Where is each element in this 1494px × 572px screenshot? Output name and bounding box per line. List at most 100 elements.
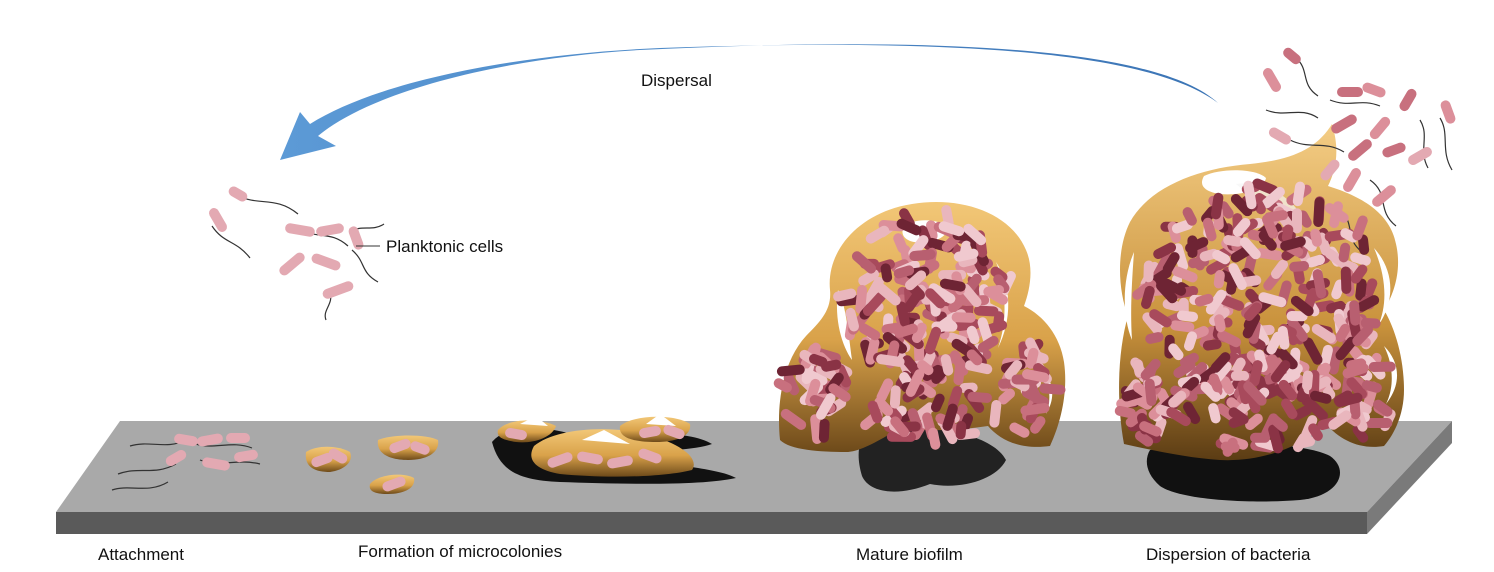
- bacterium-cell: [967, 391, 992, 403]
- bacterium-cell: [1303, 337, 1323, 365]
- bacterium-cell: [1185, 237, 1209, 253]
- bacterium-cell: [174, 433, 198, 447]
- bacterium-cell: [983, 284, 1005, 297]
- bacterium-cell: [1140, 358, 1161, 381]
- bacterium-cell: [1408, 147, 1432, 165]
- bacterium-cell: [1335, 323, 1351, 342]
- bacterium-cell: [928, 283, 956, 304]
- bacterium-cell: [1342, 363, 1369, 379]
- bacterium-cell: [1369, 116, 1391, 140]
- bacterium-cell: [1269, 414, 1288, 432]
- bacterium-cell: [865, 225, 890, 244]
- bacterium-cell: [1348, 139, 1372, 161]
- bacterium-cell: [924, 326, 942, 355]
- bacterium-cell: [867, 400, 883, 424]
- bacterium-cell: [1352, 424, 1369, 443]
- bacterium-cell: [876, 378, 894, 403]
- bacterium-cell: [1361, 380, 1382, 393]
- bacterium-cell: [893, 233, 908, 254]
- attachment-label: Attachment: [98, 545, 184, 564]
- bacterium-cell: [1022, 369, 1050, 383]
- bacterium-cell: [1202, 339, 1222, 351]
- bacterium-cell: [1337, 87, 1363, 97]
- bacterium-cell: [1245, 413, 1263, 431]
- bacterium-cell: [963, 223, 987, 246]
- bacterium-cell: [1183, 331, 1198, 351]
- bacterium-cell: [1210, 192, 1224, 220]
- bacterium-cell: [864, 276, 884, 304]
- bacterium-cell: [1220, 441, 1240, 453]
- bacterium-cell: [285, 223, 315, 237]
- bacterium-cell: [1220, 376, 1235, 395]
- bacterium-cell: [209, 208, 227, 232]
- bacterium-cell: [880, 263, 893, 283]
- bacterium-cell: [966, 349, 983, 366]
- bacterium-cell: [1205, 289, 1227, 315]
- bacterium-cell: [1306, 254, 1325, 268]
- bacterium-cell: [165, 450, 187, 466]
- bacterium-cell: [1200, 381, 1221, 402]
- bacterium-cell: [805, 378, 821, 407]
- bacterium-cell: [1331, 114, 1357, 134]
- bacterium-cell: [1139, 421, 1162, 437]
- bacterium-cell: [940, 354, 954, 376]
- bacterium-cell: [1292, 181, 1306, 207]
- bacterium-cell: [1228, 263, 1247, 291]
- bacterium-cell: [197, 433, 223, 447]
- bacterium-cell: [828, 383, 851, 402]
- bacterium-cell: [1335, 336, 1357, 361]
- bacterium-cell: [1290, 295, 1314, 317]
- bacterium-cell: [1153, 242, 1177, 260]
- bacterium-cell: [1295, 436, 1316, 449]
- microcolony-highlights: [520, 414, 676, 444]
- bacterium-cell: [1239, 237, 1261, 260]
- bacterium-cell: [202, 457, 230, 471]
- bacterium-cell: [1320, 344, 1333, 368]
- bacterium-cell: [311, 452, 333, 468]
- bacterium-cell: [1141, 285, 1155, 309]
- bacterium-cell: [896, 301, 910, 327]
- bacterium-cell: [783, 372, 800, 396]
- bacterium-cell: [1170, 320, 1195, 333]
- bacterium-cell: [993, 274, 1010, 294]
- bacterium-cell: [1166, 407, 1191, 427]
- bacterium-cell: [1277, 348, 1298, 370]
- bacterium-cell: [505, 427, 527, 441]
- bacterium-cell: [1350, 252, 1371, 266]
- bacterium-cell: [1399, 88, 1417, 112]
- bacterium-cell: [1039, 383, 1066, 395]
- bacterium-cell: [1194, 293, 1214, 307]
- bacterium-cell: [855, 285, 868, 314]
- bacterium-cell: [1362, 82, 1386, 98]
- bacterium-cell: [1144, 378, 1157, 406]
- bacterium-cell: [1199, 326, 1217, 348]
- bacterium-cell: [1183, 401, 1201, 425]
- bacterium-cell: [1262, 214, 1279, 239]
- bacterium-cell: [1340, 266, 1352, 294]
- bacterium-cell: [547, 452, 573, 468]
- bacterium-cell: [1320, 159, 1340, 181]
- bacterium-cell: [1142, 312, 1163, 335]
- bacterium-cell: [1143, 260, 1154, 283]
- bacterium-cell: [1261, 186, 1285, 209]
- bacterium-cell: [964, 360, 993, 375]
- bacterium-cell: [1368, 361, 1396, 373]
- bacterium-cell: [638, 448, 662, 464]
- bacterium-cell: [1270, 360, 1291, 383]
- bacterium-cell: [953, 248, 979, 262]
- bacterium-cell: [389, 438, 411, 454]
- bacterium-cell: [1020, 403, 1050, 416]
- bacterial-cells: [165, 47, 1456, 492]
- bacterium-cell: [1004, 360, 1023, 380]
- bacterium-cell: [928, 427, 941, 450]
- bacterium-cell: [1328, 410, 1352, 430]
- bacterium-cell: [1202, 217, 1217, 242]
- bacterium-cell: [896, 218, 922, 236]
- bacterium-cell: [1162, 298, 1182, 312]
- bacterium-cell: [1228, 407, 1249, 425]
- bacterium-cell: [890, 416, 910, 438]
- bacterium-cell: [226, 433, 250, 443]
- bacterium-cell: [1210, 352, 1231, 373]
- bacterium-cell: [1243, 381, 1267, 406]
